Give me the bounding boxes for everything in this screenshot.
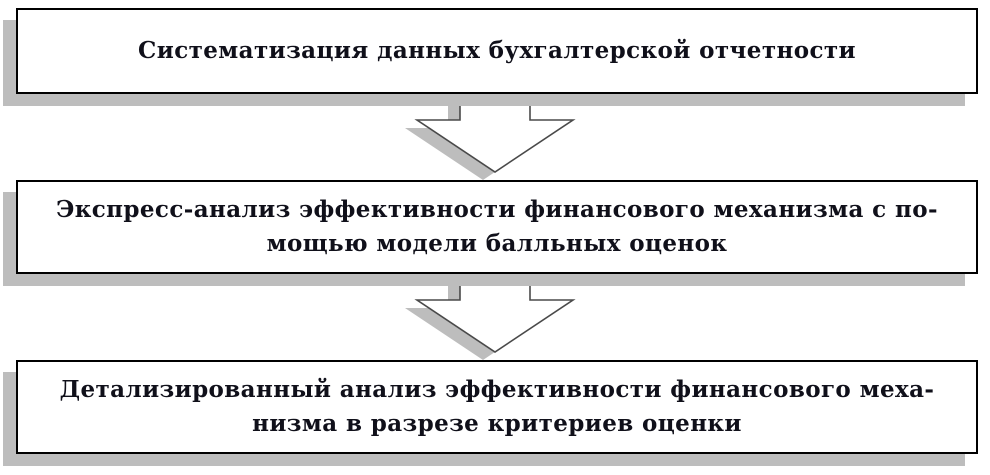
down-arrow-icon (405, 92, 576, 180)
flow-box-step-1: Систематизация данных бухгалтерской отче… (16, 8, 978, 94)
connector-1 (0, 92, 990, 180)
flow-box-step-1-text: Систематизация данных бухгалтерской отче… (138, 37, 856, 64)
down-arrow-icon (405, 272, 576, 360)
flow-box-step-3-text-line-1: Детализированный анализ эффективности фи… (59, 376, 935, 403)
connector-2 (0, 272, 990, 360)
flow-box-step-3: Детализированный анализ эффективности фи… (16, 360, 978, 454)
flow-box-step-2-text-line-2: мощью модели балльных оценок (266, 230, 728, 257)
flow-box-step-2-text-line-1: Экспресс-анализ эффективности финансовог… (56, 196, 938, 223)
flow-box-step-3-text-line-2: низма в разрезе критериев оценки (252, 410, 742, 437)
flow-box-step-2: Экспресс-анализ эффективности финансовог… (16, 180, 978, 274)
